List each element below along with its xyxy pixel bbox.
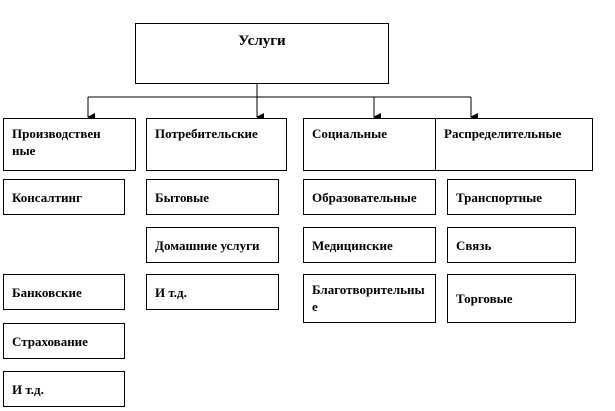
item-label: Торговые [456, 291, 513, 306]
item-insurance: Страхование [3, 323, 125, 359]
item-consulting: Консалтинг [3, 179, 125, 215]
category-distribution-label: Распределительные [444, 126, 562, 141]
category-production: Производствен ные [3, 118, 136, 171]
item-etc-production: И т.д. [3, 371, 125, 407]
item-label: Консалтинг [12, 189, 82, 205]
root-node-label: Услуги [238, 33, 286, 49]
category-production-label: Производствен ные [12, 126, 101, 158]
item-charitable: Благотворительные [303, 274, 436, 323]
item-label: Банковские [12, 284, 82, 300]
item-label: Медицинские [312, 237, 393, 253]
item-label: Транспортные [456, 189, 543, 205]
category-consumer: Потребительские [146, 118, 287, 171]
root-node-services: Услуги [135, 23, 389, 84]
category-social: Социальные [303, 118, 436, 171]
item-etc-consumer: И т.д. [146, 274, 279, 310]
item-home-services: Домашние услуги [146, 227, 279, 263]
item-educational: Образовательные [303, 179, 436, 215]
item-banking: Банковские [3, 274, 125, 310]
category-distribution: Распределительные [435, 118, 593, 171]
item-trade: Торговые [447, 274, 576, 323]
category-consumer-label: Потребительские [155, 126, 258, 141]
item-household: Бытовые [146, 179, 279, 215]
category-social-label: Социальные [312, 126, 388, 141]
item-label: Благотворительные [312, 282, 425, 314]
item-medical: Медицинские [303, 227, 436, 263]
item-label: И т.д. [155, 284, 187, 300]
item-label: Страхование [12, 333, 88, 349]
item-label: И т.д. [12, 381, 44, 397]
item-label: Домашние услуги [155, 237, 260, 253]
item-transport: Транспортные [447, 179, 576, 215]
item-label: Связь [456, 237, 492, 253]
item-communication: Связь [447, 227, 576, 263]
item-label: Бытовые [155, 189, 210, 205]
item-label: Образовательные [312, 189, 417, 205]
